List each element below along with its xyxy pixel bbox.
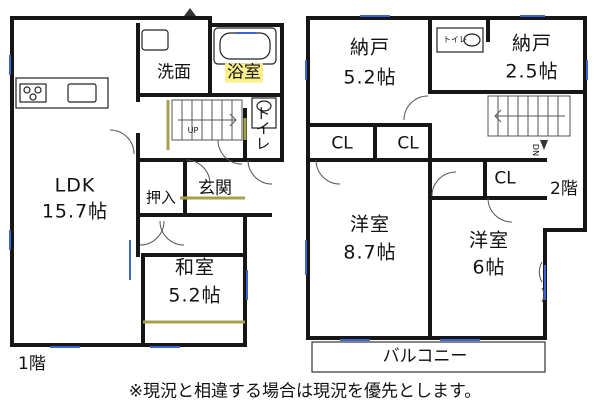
entrance-label: 玄関 [198,178,232,199]
second-floor-windows [305,15,588,341]
balcony-outline [311,341,546,373]
second-floor-door-swings [315,95,545,303]
first-floor-label: 1階 [18,354,46,374]
storage-small-name: 納戸 [511,32,553,55]
first-floor-windows [9,32,256,348]
second-floor-dn-label: DN [531,143,540,157]
disclaimer-note: ※現況と相違する場合は現況を優先とします。 [128,381,482,402]
misc-marks [184,8,548,150]
balcony-label: バルコニー [382,346,468,367]
storage-large-area: 5.2帖 [343,66,397,89]
western-small-area: 6帖 [472,256,506,279]
first-floor-stairs [171,99,243,141]
storage-small-area: 2.5帖 [505,60,559,83]
western-small-name: 洋室 [468,229,510,252]
second-floor-toilet [436,27,484,53]
japanese-room-area: 5.2帖 [168,284,222,307]
first-floor-toilet-label: トイレ [253,105,272,151]
closet-label-3: CL [494,168,516,189]
closet-label-2: CL [397,133,419,154]
second-floor-stairs [487,95,571,137]
first-floor-up-label: UP [187,126,199,135]
japanese-room-name: 和室 [174,256,216,279]
western-large-name: 洋室 [349,213,391,236]
second-floor-label: 2階 [550,179,578,199]
washroom-label: 洗面 [157,62,191,83]
kitchen-counter [15,77,109,109]
storage-large-name: 納戸 [349,36,391,59]
ldk-name: LDK [54,174,96,197]
first-floor-door-swings [109,129,273,246]
tatami-trim [143,100,247,324]
bathroom-label: 浴室 [225,62,263,83]
closet-label-1: CL [331,133,353,154]
western-large-area: 8.7帖 [343,241,397,264]
second-floor-toilet-label: トイレ [443,35,467,44]
second-floor-walls [306,16,587,340]
ldk-area: 15.7帖 [41,200,109,223]
closet-label: 押入 [145,188,177,207]
